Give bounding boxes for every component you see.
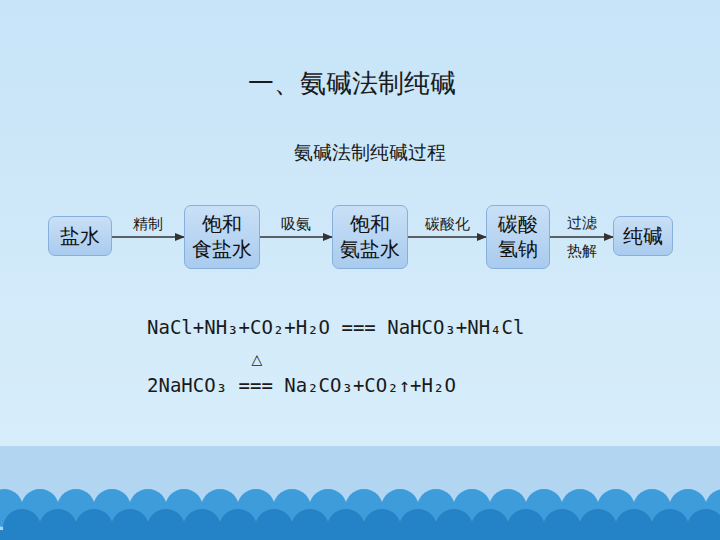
process-box: 盐水: [48, 216, 112, 256]
flow-arrow: [260, 236, 332, 237]
title: 一、氨碱法制纯碱: [248, 66, 456, 101]
equation: 2NaHCO₃ === Na₂CO₃+CO₂↑+H₂O: [147, 374, 456, 396]
edge-label: 精制: [133, 215, 163, 234]
box-label: 碳酸 氢钠: [493, 212, 543, 262]
flow-arrow: [550, 236, 613, 237]
wave-decoration: [0, 489, 720, 540]
process-box: 饱和 氨盐水: [332, 205, 408, 269]
edge-label: 过滤 热解: [564, 209, 599, 265]
flow-arrow: [112, 236, 184, 237]
heat-symbol: △: [252, 351, 263, 367]
edge-label: 碳酸化: [425, 215, 470, 234]
box-label: 饱和 食盐水: [191, 212, 253, 262]
process-box: 碳酸 氢钠: [486, 205, 550, 269]
process-box: 纯碱: [613, 216, 673, 256]
process-box: 饱和 食盐水: [184, 205, 260, 269]
flow-arrow: [408, 236, 486, 237]
box-label: 饱和 氨盐水: [339, 212, 401, 262]
wave-base: [0, 530, 720, 540]
box-label: 盐水: [60, 224, 100, 249]
subtitle: 氨碱法制纯碱过程: [294, 140, 446, 166]
equation: NaCl+NH₃+CO₂+H₂O === NaHCO₃+NH₄Cl: [147, 316, 525, 338]
edge-label: 吸氨: [281, 215, 311, 234]
box-label: 纯碱: [623, 224, 663, 249]
